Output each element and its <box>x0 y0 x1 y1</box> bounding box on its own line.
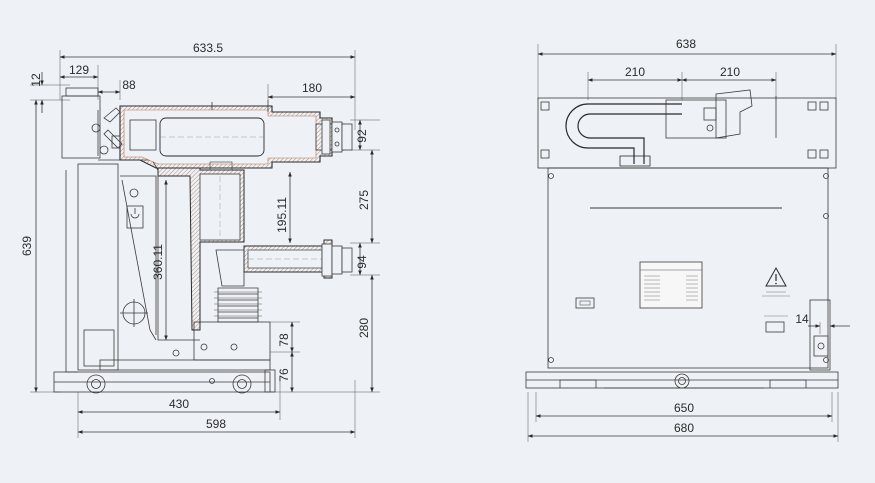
dim-598: 598 <box>206 417 226 431</box>
dim-88: 88 <box>122 78 136 92</box>
dim-680: 680 <box>674 421 694 435</box>
ground-label <box>764 315 788 333</box>
side-view: 633.5 129 88 180 12 639 92 275 94 280 78… <box>20 41 380 438</box>
dim-430: 430 <box>169 397 189 411</box>
dim-210-left: 210 <box>625 65 645 79</box>
rear-view: 638 210 210 14 650 680 <box>525 37 850 442</box>
bellows <box>214 287 262 323</box>
dim-76: 76 <box>277 368 291 382</box>
dim-94: 94 <box>355 255 369 269</box>
dim-195-11: 195.11 <box>275 197 289 233</box>
dim-78: 78 <box>277 333 291 347</box>
dim-14: 14 <box>795 312 809 326</box>
dim-overall-depth: 633.5 <box>193 41 223 55</box>
warning-icon <box>762 266 790 297</box>
counter-window <box>575 297 595 309</box>
rear-u-arm <box>565 103 682 167</box>
dim-overall-height: 639 <box>20 236 34 256</box>
dim-180: 180 <box>302 81 322 95</box>
vertical-insulator <box>157 161 245 331</box>
nameplate <box>639 261 703 309</box>
lower-insulator <box>215 239 353 287</box>
dim-129: 129 <box>69 63 89 77</box>
dim-275: 275 <box>357 190 371 210</box>
dim-210-right: 210 <box>720 65 740 79</box>
dim-650: 650 <box>674 401 694 415</box>
dim-638: 638 <box>676 37 696 51</box>
upper-insulator <box>119 100 353 169</box>
dim-92: 92 <box>355 129 369 143</box>
dim-360-11: 360.11 <box>151 244 165 280</box>
operating-mechanism <box>97 107 123 156</box>
dim-12: 12 <box>29 73 43 87</box>
rear-contact-mechanism <box>665 89 777 139</box>
dim-280: 280 <box>357 318 371 338</box>
